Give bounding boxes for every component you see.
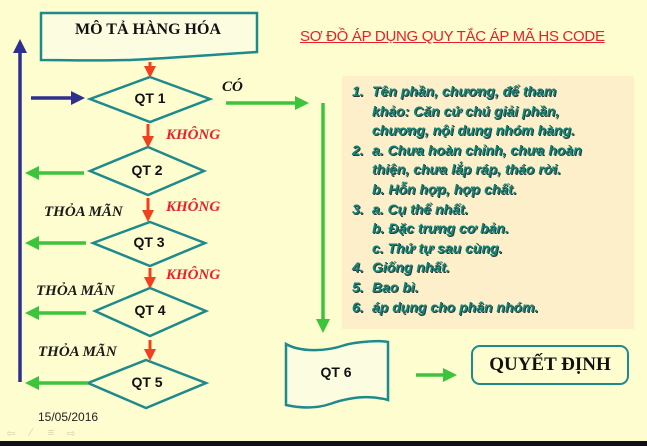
slide-nav-controls: ⇦ ∕ ≡ ⇨: [4, 427, 78, 440]
start-node-label: MÔ TẢ HÀNG HÓA: [75, 21, 221, 38]
window-bottom-border: [0, 441, 647, 446]
satisfied-label-2: THỎA MÃN: [36, 283, 115, 299]
menu-icon[interactable]: ≡: [47, 427, 55, 439]
rule-item-1: 1.Tên phần, chương, để tham khảo: Căn cứ…: [352, 83, 575, 139]
qt6-label: QT 6: [320, 364, 352, 380]
forward-arrow-icon[interactable]: ⇨: [66, 428, 76, 440]
rule-item-6: 6.áp dụng cho phân nhóm.: [352, 298, 539, 315]
qt5-label: QT 5: [131, 374, 163, 390]
decision-box: QUYẾT ĐỊNH: [471, 345, 629, 385]
qt2-label: QT 2: [131, 162, 163, 178]
start-document-shape: [39, 11, 259, 62]
diamond-qt4: [91, 286, 210, 338]
no-label-1: KHÔNG: [166, 127, 221, 143]
satisfied-label-3: THỎA MÃN: [38, 344, 117, 360]
diamond-qt3: [89, 220, 209, 268]
rule-item-3: 3.a. Cụ thể nhất. b. Đặc trưng cơ bản. c…: [352, 200, 509, 256]
rules-list: 1.Tên phần, chương, để tham khảo: Căn cứ…: [352, 82, 582, 317]
diagram-title: SƠ ĐỒ ÁP DỤNG QUY TẮC ÁP MÃ HS CODE: [300, 28, 605, 45]
rules-panel: 1.Tên phần, chương, để tham khảo: Căn cứ…: [342, 76, 634, 329]
no-label-2: KHÔNG: [166, 199, 221, 215]
no-label-3: KHÔNG: [166, 267, 221, 283]
rule-item-4: 4.Giống nhất.: [352, 259, 450, 276]
back-arrow-icon[interactable]: ⇦: [6, 428, 16, 440]
qt4-label: QT 4: [134, 302, 166, 318]
rule-item-5: 5.Bao bì.: [352, 278, 419, 295]
rule-item-2: 2.a. Chưa hoàn chỉnh, chưa hoàn thiện, c…: [352, 141, 582, 197]
yes-label: CÓ: [222, 79, 243, 95]
diamond-qt2: [86, 145, 208, 197]
satisfied-label-1: THỎA MÃN: [44, 204, 123, 220]
diamond-qt5: [84, 358, 210, 410]
qt6-banner-shape: [284, 339, 390, 409]
qt3-label: QT 3: [133, 234, 165, 250]
qt1-label: QT 1: [134, 90, 166, 106]
slide-date: 15/05/2016: [38, 410, 99, 424]
pen-icon[interactable]: ∕: [30, 427, 32, 439]
diamond-qt1: [86, 75, 214, 124]
